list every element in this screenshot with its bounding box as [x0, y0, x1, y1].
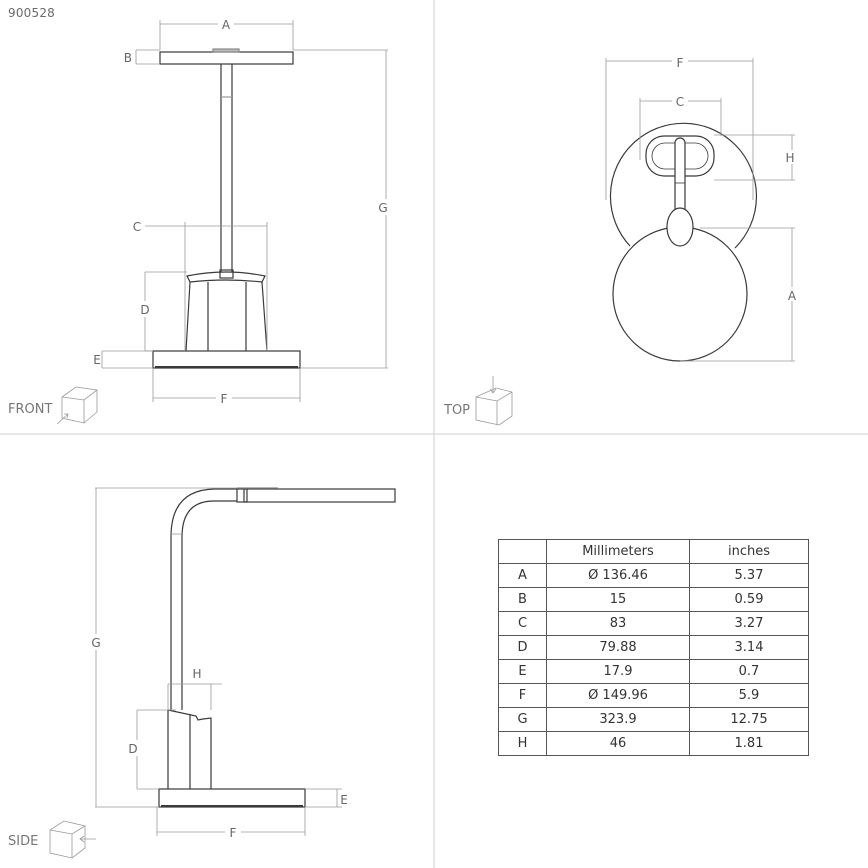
- table-cell-mm: Ø 149.96: [546, 683, 690, 708]
- table-cell-key: C: [498, 611, 547, 636]
- front-view-label: FRONT: [8, 402, 52, 417]
- table-row: C 83 3.27: [498, 611, 809, 636]
- table-cell-key: D: [498, 635, 547, 660]
- side-dim-e: E: [340, 793, 348, 807]
- table-row: G 323.9 12.75: [498, 707, 809, 732]
- front-cube-icon: [56, 386, 98, 425]
- table-cell-in: 12.75: [689, 707, 809, 732]
- top-cube-icon: [475, 376, 513, 426]
- table-cell-mm: 46: [546, 731, 690, 756]
- side-dim-d: D: [128, 742, 137, 756]
- front-dim-a: A: [222, 18, 231, 32]
- table-cell-key: A: [498, 563, 547, 588]
- top-view: F C H A TOP: [443, 54, 800, 426]
- table-cell-in: 0.7: [689, 659, 809, 684]
- front-lamp-outline: [152, 48, 301, 369]
- table-cell-in: 0.59: [689, 587, 809, 612]
- table-cell-in: 3.27: [689, 611, 809, 636]
- side-dim-g: G: [91, 636, 100, 650]
- top-dim-h: H: [785, 151, 794, 165]
- dimensions-table: Millimeters inches A Ø 136.46 5.37 B 15 …: [498, 539, 809, 756]
- side-dimension-lines: [95, 487, 342, 836]
- table-cell-in: 5.37: [689, 563, 809, 588]
- table-row: A Ø 136.46 5.37: [498, 563, 809, 588]
- front-dimension-lines: [101, 20, 388, 402]
- table-row: D 79.88 3.14: [498, 635, 809, 660]
- table-cell-key: H: [498, 731, 547, 756]
- top-dim-a: A: [788, 289, 797, 303]
- side-view: G H D E F SIDE: [8, 487, 396, 859]
- table-cell-key: E: [498, 659, 547, 684]
- top-lamp-outline: [609, 122, 758, 362]
- side-dimension-labels: G H D E F: [88, 634, 348, 840]
- side-cube-icon: [49, 820, 96, 859]
- table-cell-key: G: [498, 707, 547, 732]
- table-header-cell: [498, 539, 547, 564]
- table-row: F Ø 149.96 5.9: [498, 683, 809, 708]
- front-dimension-labels: A B G C D E F: [93, 16, 396, 406]
- table-cell-in: 5.9: [689, 683, 809, 708]
- table-cell-mm: 15: [546, 587, 690, 612]
- front-view: A B G C D E F FRONT: [8, 16, 396, 425]
- side-dim-h: H: [192, 667, 201, 681]
- table-cell-mm: 83: [546, 611, 690, 636]
- table-header-cell: inches: [689, 539, 809, 564]
- top-dimension-labels: F C H A: [672, 54, 800, 303]
- front-dim-c: C: [133, 220, 141, 234]
- table-cell-mm: 17.9: [546, 659, 690, 684]
- table-cell-in: 3.14: [689, 635, 809, 660]
- table-cell-mm: 79.88: [546, 635, 690, 660]
- side-view-label: SIDE: [8, 834, 38, 849]
- table-cell-key: F: [498, 683, 547, 708]
- table-cell-mm: Ø 136.46: [546, 563, 690, 588]
- front-dim-e: E: [93, 353, 101, 367]
- side-lamp-outline: [158, 487, 396, 808]
- table-cell-in: 1.81: [689, 731, 809, 756]
- front-dim-d: D: [140, 303, 149, 317]
- table-header-row: Millimeters inches: [498, 539, 809, 564]
- table-cell-mm: 323.9: [546, 707, 690, 732]
- table-row: E 17.9 0.7: [498, 659, 809, 684]
- front-dim-g: G: [378, 201, 387, 215]
- top-dim-f: F: [677, 56, 684, 70]
- table-row: B 15 0.59: [498, 587, 809, 612]
- front-dim-f: F: [221, 392, 228, 406]
- top-dimension-lines: [605, 58, 795, 362]
- table-header-cell: Millimeters: [546, 539, 690, 564]
- document-id: 900528: [8, 6, 56, 20]
- front-dim-b: B: [124, 51, 132, 65]
- top-view-label: TOP: [443, 403, 470, 418]
- table-row: H 46 1.81: [498, 731, 809, 756]
- top-dim-c: C: [676, 95, 684, 109]
- side-dim-f: F: [230, 826, 237, 840]
- table-cell-key: B: [498, 587, 547, 612]
